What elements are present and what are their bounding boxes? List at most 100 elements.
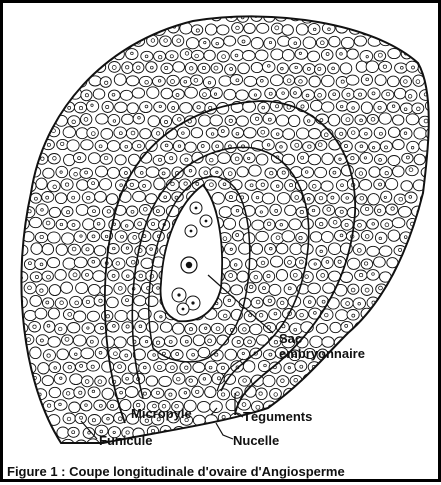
cell-nucleus (373, 457, 376, 460)
cell-nucleus (4, 391, 7, 394)
tissue-cell (139, 76, 152, 86)
tissue-cell (140, 102, 152, 113)
tissue-cell (433, 427, 441, 438)
tissue-cell (353, 298, 365, 309)
tissue-cell (153, 206, 165, 216)
tissue-cell (277, 298, 288, 309)
tissue-cell (220, 440, 231, 452)
tissue-cell (388, 23, 400, 34)
tissue-cell (180, 362, 191, 373)
cell-nucleus (391, 312, 394, 315)
tissue-cell (3, 75, 8, 85)
tissue-cell (70, 11, 83, 22)
tissue-cell (320, 361, 333, 371)
tissue-cell (314, 89, 326, 100)
cell-nucleus (405, 443, 407, 445)
tissue-cell (262, 139, 274, 150)
cell-nucleus (424, 430, 428, 434)
tissue-cell (147, 12, 160, 23)
tissue-cell (159, 168, 171, 178)
tissue-cell (407, 427, 419, 438)
tissue-cell (135, 246, 146, 257)
cell-nucleus (424, 196, 428, 200)
tissue-cell (355, 168, 366, 178)
tissue-cell (133, 62, 144, 73)
cell-nucleus (33, 15, 37, 19)
tissue-cell (69, 402, 80, 413)
tissue-cell (3, 114, 15, 125)
tissue-cell (303, 374, 315, 385)
cell-nucleus (436, 92, 438, 94)
tissue-cell (193, 440, 205, 450)
tissue-cell (199, 374, 212, 386)
tissue-cell (381, 12, 393, 22)
tissue-cell (252, 220, 264, 230)
tissue-cell (167, 3, 180, 8)
tissue-cell (174, 11, 185, 22)
tissue-cell (141, 51, 153, 61)
tissue-cell (425, 466, 437, 476)
cell-nucleus (346, 380, 349, 383)
cell-nucleus (324, 364, 327, 367)
cell-nucleus (424, 223, 427, 226)
cell-nucleus (406, 312, 409, 315)
tissue-cell (211, 452, 223, 462)
tissue-cell (311, 100, 323, 111)
tissue-cell (217, 25, 229, 35)
tissue-cell (102, 101, 113, 112)
tissue-cell (100, 24, 112, 35)
tissue-cell (141, 258, 153, 268)
cell-nucleus (281, 403, 284, 406)
tissue-cell (191, 128, 202, 138)
tissue-cell (87, 24, 99, 34)
tissue-cell (361, 102, 372, 114)
tissue-cell (35, 308, 47, 319)
cell-nucleus (364, 3, 367, 6)
tissue-cell (30, 347, 41, 359)
tissue-cell (132, 88, 144, 98)
cell-nucleus (403, 286, 407, 290)
cell-nucleus (328, 3, 331, 5)
cell-nucleus (378, 341, 381, 344)
tissue-cell (426, 284, 438, 294)
tissue-cell (30, 115, 42, 126)
tissue-cell (76, 3, 88, 8)
cell-nucleus (326, 417, 330, 421)
tissue-cell (55, 323, 67, 334)
cell-nucleus (293, 404, 297, 408)
tissue-cell (231, 285, 243, 295)
tissue-cell (368, 323, 380, 333)
tissue-cell (232, 337, 244, 348)
tissue-cell (426, 49, 438, 59)
tissue-cell (296, 309, 308, 320)
cell-nucleus (28, 159, 31, 162)
tissue-cell (380, 323, 392, 333)
tissue-cell (283, 129, 295, 140)
tissue-cell (161, 63, 173, 74)
tissue-cell (49, 3, 61, 9)
tissue-cell (308, 51, 320, 62)
tissue-cell (394, 194, 406, 205)
tissue-cell (121, 220, 134, 231)
tissue-cell (5, 297, 17, 308)
cell-nucleus (48, 456, 50, 458)
tissue-cell (309, 76, 320, 87)
tissue-cell (427, 311, 438, 321)
tissue-cell (75, 23, 86, 33)
cell-nucleus (9, 403, 12, 406)
tissue-cell (359, 180, 371, 191)
tissue-cell (16, 142, 29, 153)
tissue-cell (405, 90, 417, 101)
tissue-cell (185, 87, 198, 98)
tissue-cell (321, 49, 333, 60)
cell-nucleus (383, 431, 386, 434)
tissue-cell (341, 114, 353, 125)
tissue-cell (81, 453, 94, 464)
tissue-cell (315, 427, 327, 438)
tissue-cell (406, 166, 419, 176)
tissue-cell (420, 244, 431, 255)
tissue-cell (36, 48, 48, 60)
tissue-cell (426, 233, 438, 244)
cell-nucleus (58, 42, 61, 45)
tissue-cell (121, 9, 132, 20)
